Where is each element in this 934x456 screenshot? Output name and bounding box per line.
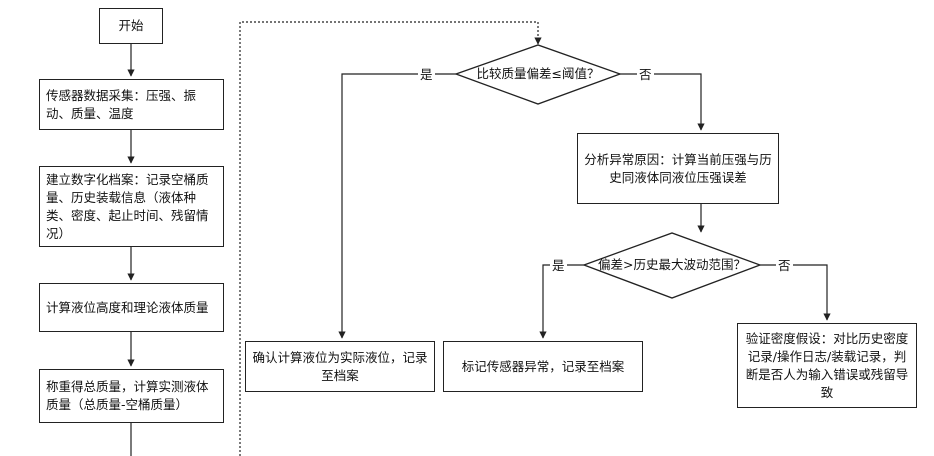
step3-label: 计算液位高度和理论液体质量 bbox=[46, 299, 209, 317]
step1-label: 传感器数据采集：压强、振动、质量、温度 bbox=[46, 87, 217, 123]
verify-label: 验证密度假设：对比历史密度记录/操作日志/装载记录，判断是否人为输入错误或残留导… bbox=[744, 330, 910, 402]
arrow-decision1-yes bbox=[342, 74, 456, 338]
step3-node: 计算液位高度和理论液体质量 bbox=[39, 283, 224, 332]
start-node: 开始 bbox=[99, 8, 163, 44]
step2-label: 建立数字化档案：记录空桶质量、历史装载信息（液体种类、密度、起止时间、残留情况） bbox=[46, 171, 217, 243]
analyze-node: 分析异常原因：计算当前压强与历史同液体同液位压强误差 bbox=[577, 133, 779, 204]
decision1-no-label: 否 bbox=[637, 68, 654, 82]
arrow-decision1-no bbox=[618, 74, 701, 130]
arrow-decision2-yes bbox=[543, 265, 584, 338]
step4-node: 称重得总质量，计算实测液体质量（总质量-空桶质量） bbox=[39, 369, 224, 423]
arrow-decision2-no bbox=[760, 265, 827, 320]
confirm-label: 确认计算液位为实际液位，记录至档案 bbox=[252, 349, 428, 385]
decision1-yes-label: 是 bbox=[418, 68, 435, 82]
verify-node: 验证密度假设：对比历史密度记录/操作日志/装载记录，判断是否人为输入错误或残留导… bbox=[737, 323, 917, 408]
step2-node: 建立数字化档案：记录空桶质量、历史装载信息（液体种类、密度、起止时间、残留情况） bbox=[39, 166, 224, 247]
step4-label: 称重得总质量，计算实测液体质量（总质量-空桶质量） bbox=[46, 378, 217, 414]
decision2-no-label: 否 bbox=[776, 259, 793, 273]
decision2-text: 偏差>历史最大波动范围？ bbox=[592, 257, 752, 273]
decision1-text: 比较质量偏差≤阈值？ bbox=[472, 66, 604, 82]
decision2-yes-label: 是 bbox=[550, 259, 567, 273]
step1-node: 传感器数据采集：压强、振动、质量、温度 bbox=[39, 79, 224, 130]
sensor-fault-label: 标记传感器异常，记录至档案 bbox=[462, 358, 625, 376]
sensor-fault-node: 标记传感器异常，记录至档案 bbox=[443, 341, 643, 392]
start-label: 开始 bbox=[118, 17, 143, 35]
analyze-label: 分析异常原因：计算当前压强与历史同液体同液位压强误差 bbox=[584, 151, 772, 187]
confirm-node: 确认计算液位为实际液位，记录至档案 bbox=[245, 341, 435, 392]
